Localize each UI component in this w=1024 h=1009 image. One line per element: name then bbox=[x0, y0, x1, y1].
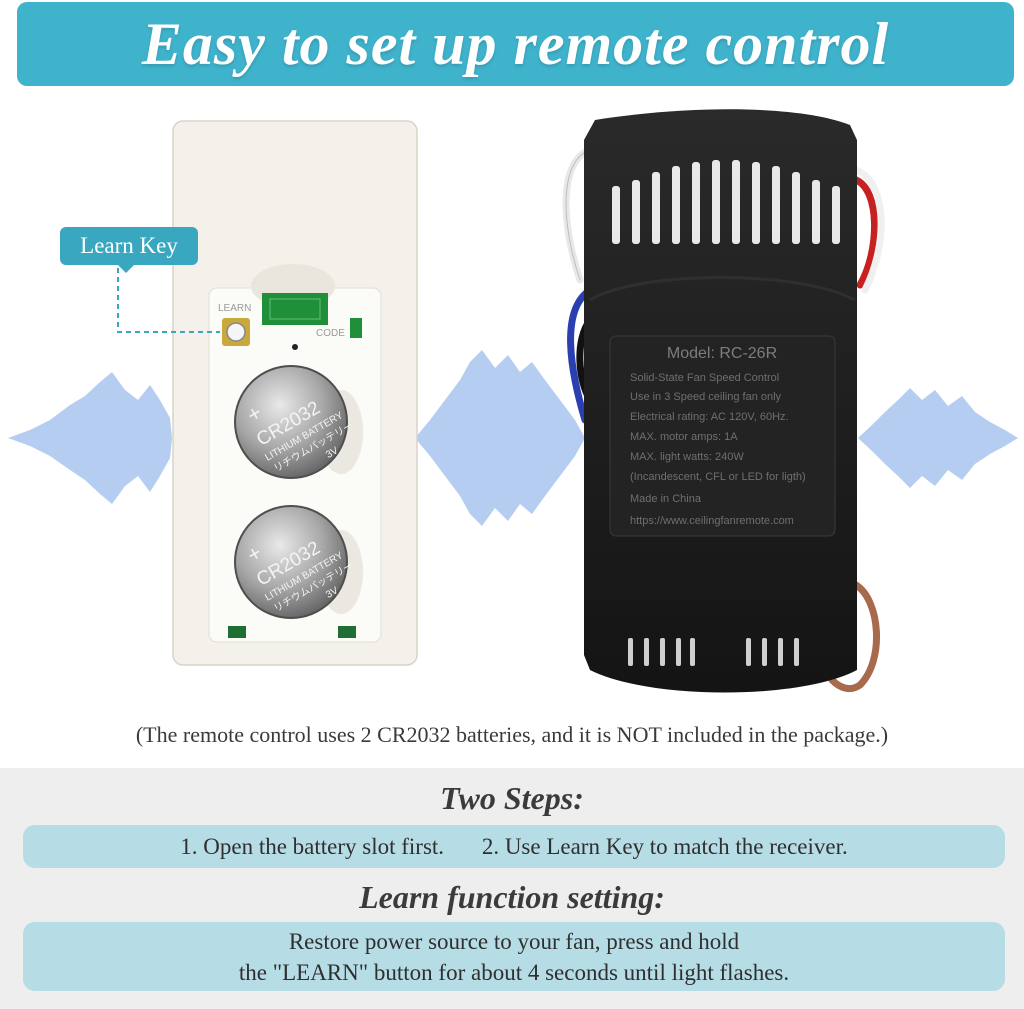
product-illustration: LEARN CODE + CR2032 LITHIUM BATTERY リチウム… bbox=[0, 100, 1024, 710]
battery-clip-left bbox=[228, 626, 246, 638]
spec-line-1: Solid-State Fan Speed Control bbox=[630, 372, 779, 384]
learn-key-callout: Learn Key bbox=[60, 227, 198, 273]
learn-button bbox=[226, 322, 246, 342]
receiver-model: Model: RC-26R bbox=[667, 345, 777, 362]
vent-slots bbox=[612, 160, 840, 244]
learn-instructions-box: Restore power source to your fan, press … bbox=[23, 922, 1005, 991]
callout-line bbox=[117, 268, 220, 333]
battery-2-volt: 3V bbox=[324, 585, 340, 601]
receiver-specs: Solid-State Fan Speed Control Use in 3 S… bbox=[630, 372, 806, 527]
product-svg: LEARN CODE + CR2032 LITHIUM BATTERY リチウム… bbox=[8, 109, 1018, 693]
learn-mark: LEARN bbox=[218, 303, 251, 314]
spec-line-3: Electrical rating: AC 120V, 60Hz. bbox=[630, 411, 789, 423]
spec-line-5: MAX. light watts: 240W bbox=[630, 451, 744, 463]
learn-function-heading: Learn function setting: bbox=[359, 879, 665, 915]
receiver-module: Model: RC-26R Solid-State Fan Speed Cont… bbox=[584, 109, 857, 693]
circuit-board bbox=[262, 293, 328, 325]
steps-box: 1. Open the battery slot first. 2. Use L… bbox=[23, 825, 1005, 868]
step-2: 2. Use Learn Key to match the receiver. bbox=[481, 834, 848, 859]
learn-line-2: the "LEARN" button for about 4 seconds u… bbox=[238, 959, 790, 985]
title-banner: Easy to set up remote control bbox=[17, 2, 1014, 86]
receiver-wires bbox=[562, 146, 885, 693]
battery-1-volt: 3V bbox=[324, 445, 340, 461]
bottom-vents bbox=[628, 638, 799, 666]
step-1: 1. Open the battery slot first. bbox=[180, 834, 445, 859]
spec-line-7: Made in China bbox=[630, 493, 702, 505]
circuit-trace bbox=[269, 298, 321, 320]
battery-clip-right bbox=[338, 626, 356, 638]
battery-caption: (The remote control uses 2 CR2032 batter… bbox=[135, 722, 889, 747]
code-mark: CODE bbox=[316, 328, 345, 339]
sound-wave bbox=[8, 350, 1018, 526]
two-steps-heading: Two Steps: bbox=[440, 780, 584, 816]
receiver-ridge bbox=[589, 276, 856, 302]
spec-line-6: (Incandescent, CFL or LED for ligth) bbox=[630, 471, 806, 483]
remote-control: LEARN CODE + CR2032 LITHIUM BATTERY リチウム… bbox=[172, 120, 418, 666]
battery-1: + CR2032 LITHIUM BATTERY リチウムバッテリー 3V bbox=[234, 365, 363, 479]
led-indicator bbox=[292, 344, 298, 350]
spec-line-2: Use in 3 Speed ceiling fan only bbox=[630, 391, 782, 403]
battery-2: + CR2032 LITHIUM BATTERY リチウムバッテリー 3V bbox=[234, 505, 363, 619]
spec-line-8: https://www.ceilingfanremote.com bbox=[630, 515, 794, 527]
learn-line-1: Restore power source to your fan, press … bbox=[288, 928, 740, 954]
spec-line-4: MAX. motor amps: 1A bbox=[630, 431, 738, 443]
code-switch bbox=[350, 318, 362, 338]
page-title: Easy to set up remote control bbox=[141, 10, 890, 77]
spec-label-plate bbox=[609, 335, 836, 537]
